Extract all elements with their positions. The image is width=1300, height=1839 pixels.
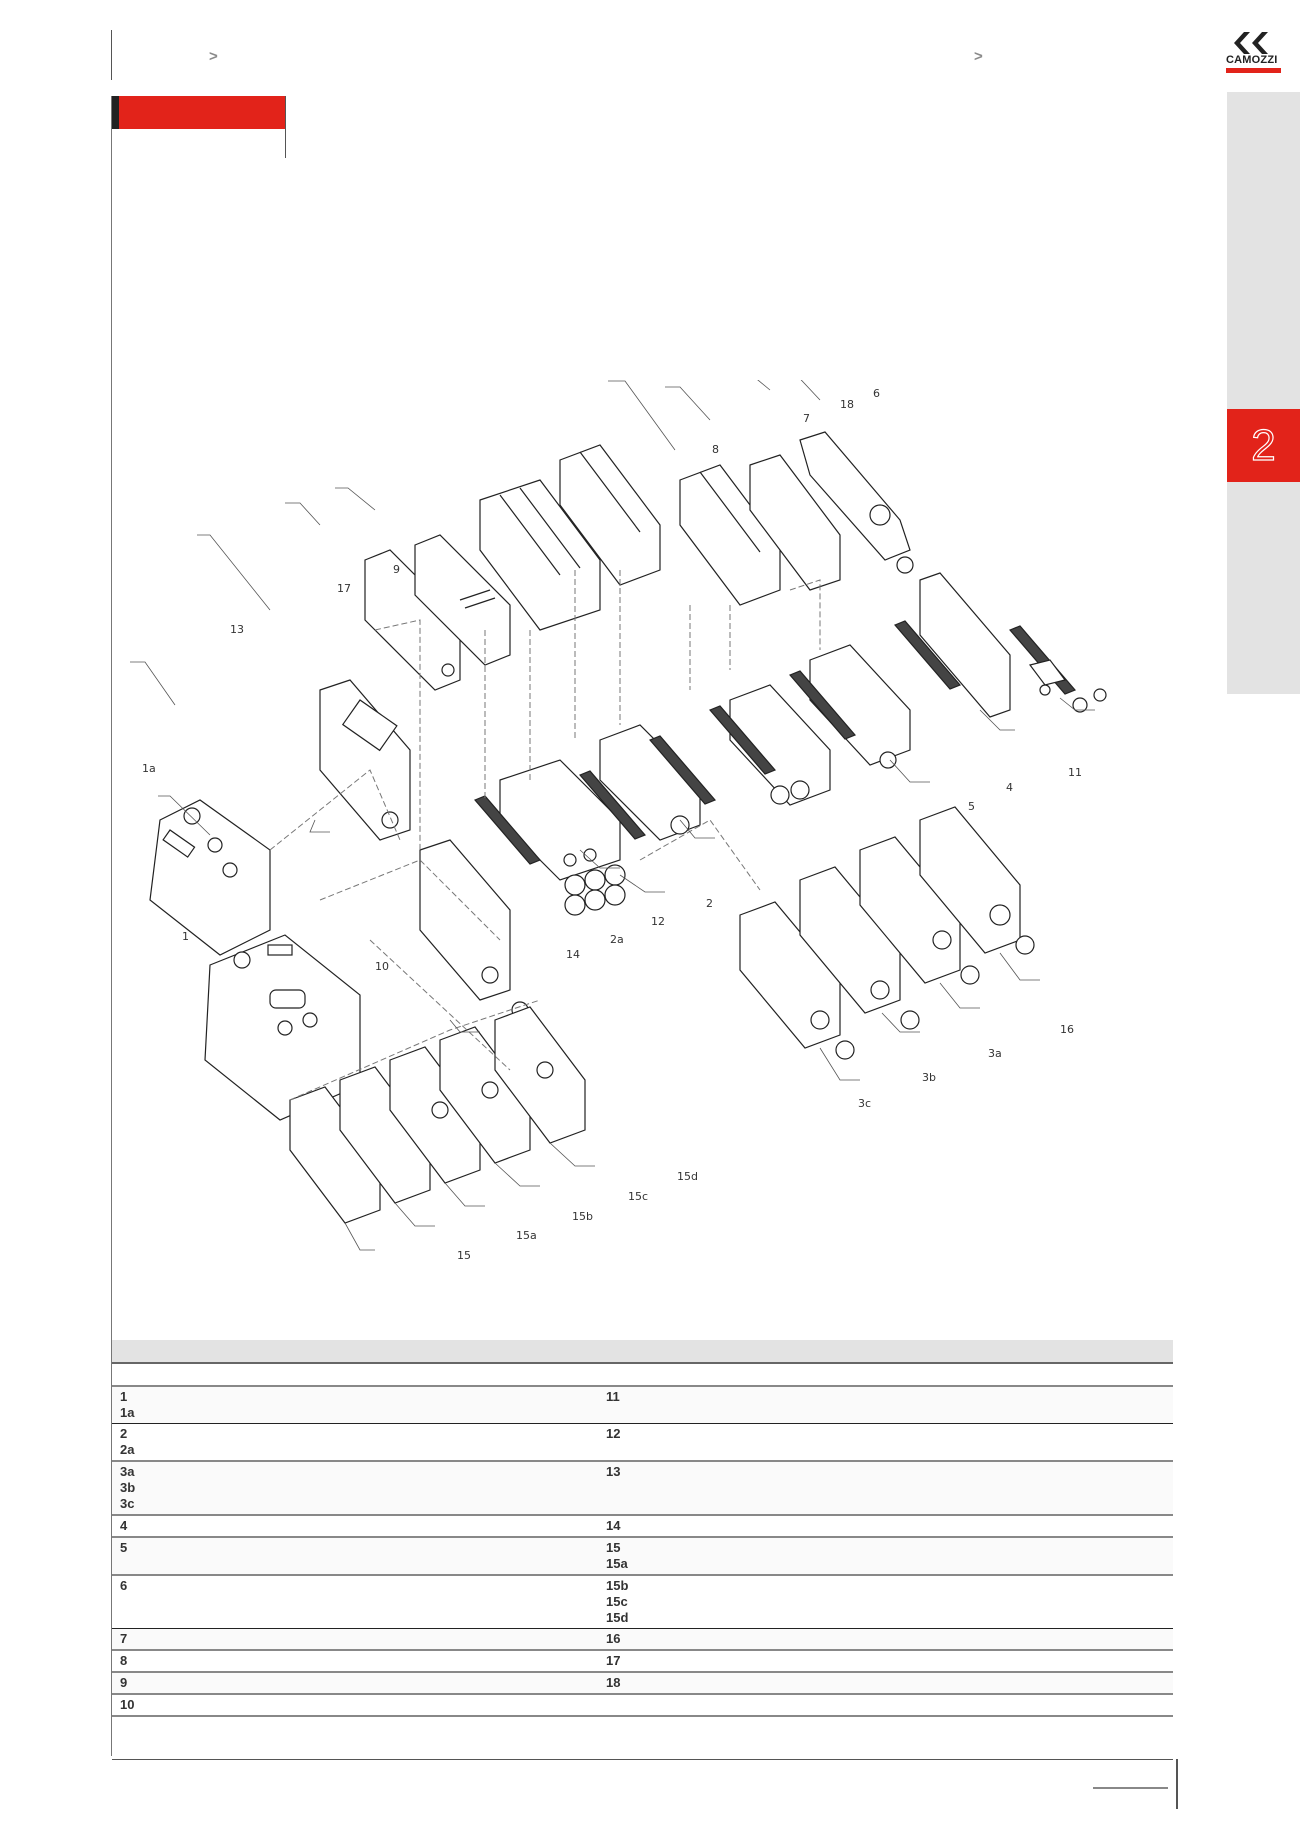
subbase-right-1 (729, 684, 831, 806)
callout-18: 18 (840, 398, 854, 411)
callout-2a: 2a (610, 933, 624, 946)
part-12-fittings (564, 864, 626, 916)
part-2-subbase (599, 724, 701, 841)
part-15d-module (494, 1006, 586, 1144)
callout-7: 7 (803, 412, 810, 425)
callout-15a: 15a (516, 1229, 537, 1242)
callout-15: 15 (457, 1249, 471, 1262)
section-number: 2 (1251, 420, 1277, 470)
callout-14: 14 (566, 948, 580, 961)
part-11-bracket (1028, 659, 1067, 696)
callout-16: 16 (1060, 1023, 1074, 1036)
footer-vertical-rule (1176, 1759, 1178, 1809)
part-13-module (319, 679, 411, 841)
callout-6: 6 (873, 387, 880, 400)
table-row: 9 18 (112, 1672, 1173, 1695)
callout-8: 8 (712, 443, 719, 456)
part-8-valve (679, 464, 781, 606)
callout-13: 13 (230, 623, 244, 636)
side-tab-strip (1227, 92, 1300, 694)
table-row: 4 14 (112, 1515, 1173, 1538)
table-row: 10 (112, 1694, 1173, 1717)
part-3a-endplate (859, 836, 980, 985)
valve-group-top-left (479, 479, 601, 631)
callout-1a: 1a (142, 762, 156, 775)
callout-3a: 3a (988, 1047, 1002, 1060)
table-footer-row (112, 1716, 1173, 1760)
part-9-cover (414, 534, 511, 666)
callout-5: 5 (968, 800, 975, 813)
part-15a-module (339, 1066, 431, 1204)
part-6-endplate (919, 572, 1011, 718)
title-block-right-rule (285, 96, 286, 158)
header-left-rule (111, 30, 112, 80)
page-left-rule (111, 96, 112, 1756)
side-tab-active-section[interactable]: 2 (1227, 409, 1300, 482)
part-15-module (289, 1086, 381, 1224)
exploded-view-diagram: 1a 1 10 13 17 9 8 7 18 6 14 2a 12 2 5 11… (130, 380, 1107, 1262)
gaskets (473, 620, 962, 865)
part-3c-endplate (739, 901, 855, 1060)
part-14-module (419, 839, 529, 1019)
brand-logo-bar (1226, 68, 1281, 73)
table-row: 7 16 (112, 1628, 1173, 1651)
brand-logo-text: CAMOZZI (1226, 54, 1278, 66)
part-17-cover (364, 549, 461, 691)
callout-15c: 15c (628, 1190, 648, 1203)
part-3b-endplate (799, 866, 920, 1030)
part-5-subbase (809, 644, 911, 769)
part-4-gasket (1008, 625, 1077, 695)
part-7-valve (749, 454, 841, 591)
callout-3c: 3c (858, 1097, 871, 1110)
footer-page-rule (1093, 1787, 1168, 1789)
callout-4: 4 (1006, 781, 1013, 794)
table-subheader-row (112, 1363, 1173, 1387)
callout-15b: 15b (572, 1210, 593, 1223)
callout-17: 17 (337, 582, 351, 595)
camozzi-logo-icon (1234, 32, 1268, 54)
callout-11: 11 (1068, 766, 1082, 779)
section-title-bar (112, 96, 286, 129)
callout-2: 2 (706, 897, 713, 910)
table-header-row (112, 1340, 1173, 1364)
callout-3b: 3b (922, 1071, 936, 1084)
part-15c-module (439, 1026, 531, 1164)
part-15b-module (389, 1046, 481, 1184)
part-1a-head (149, 799, 271, 956)
part-18-valve (799, 431, 914, 574)
end-fittings (1072, 688, 1107, 713)
callout-12: 12 (651, 915, 665, 928)
part-16-endplate (919, 806, 1035, 955)
callout-9: 9 (393, 563, 400, 576)
valve-group-top-mid (559, 444, 661, 586)
breadcrumb-separator-right: > (974, 48, 983, 65)
part-1-head (204, 934, 361, 1121)
breadcrumb-separator-left: > (209, 48, 218, 65)
callout-10: 10 (375, 960, 389, 973)
callout-1: 1 (182, 930, 189, 943)
callout-15d: 15d (677, 1170, 698, 1183)
section-title-marker (112, 96, 119, 129)
table-row: 8 17 (112, 1650, 1173, 1673)
